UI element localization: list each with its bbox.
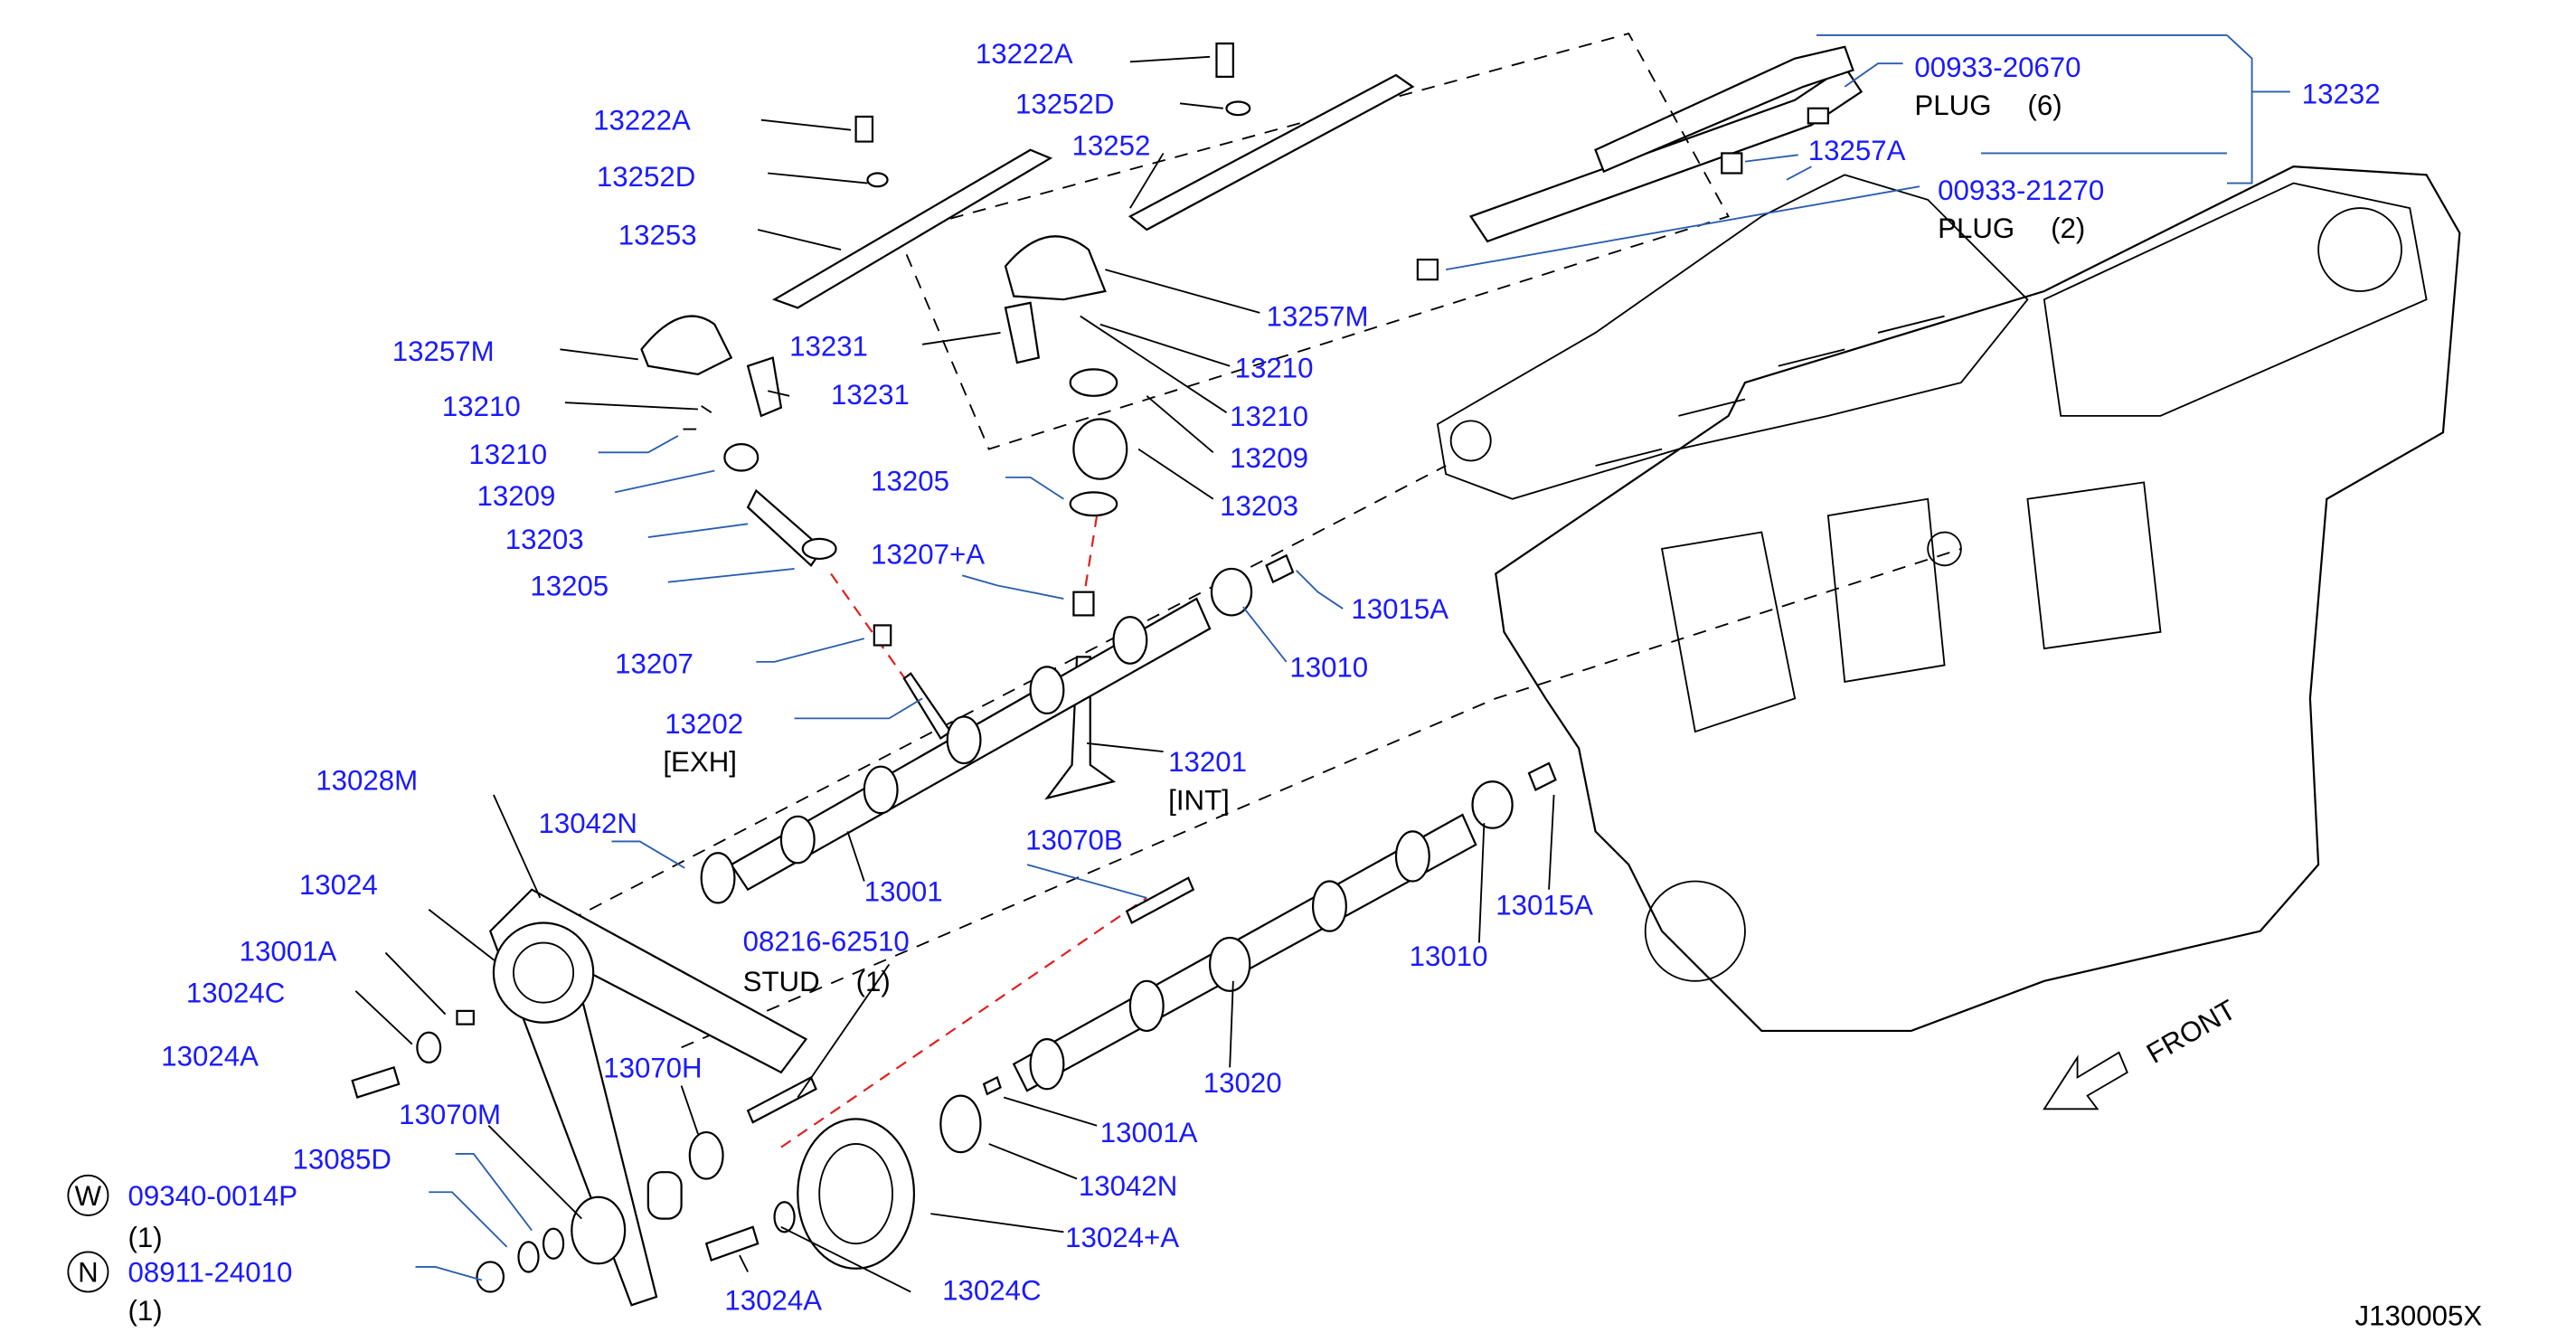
part-label[interactable]: 13231 <box>789 331 868 363</box>
part-label[interactable]: 13070H <box>603 1052 702 1083</box>
part-label[interactable]: 13257M <box>1267 301 1369 333</box>
part-label[interactable]: 13024A <box>161 1041 259 1073</box>
part-label[interactable]: 13070B <box>1025 825 1123 856</box>
part-label[interactable]: 13207+A <box>871 538 985 570</box>
part-label[interactable]: 13210 <box>442 391 521 422</box>
part-label[interactable]: 13028M <box>316 764 418 796</box>
part-label[interactable]: 13001A <box>1100 1117 1198 1148</box>
part-label[interactable]: 13207 <box>615 648 694 680</box>
part-label[interactable]: 13085D <box>292 1144 391 1176</box>
engine-block <box>1436 165 2461 1033</box>
part-label[interactable]: 00933-21270 <box>1938 175 2104 206</box>
part-label[interactable]: 13203 <box>505 524 584 555</box>
part-label[interactable]: 13024+A <box>1065 1222 1179 1253</box>
part-label[interactable]: 13042N <box>539 808 637 839</box>
legend-w-part[interactable]: 09340-0014P <box>128 1180 298 1212</box>
int-note: [INT] <box>1168 784 1230 816</box>
part-label[interactable]: 13070M <box>399 1099 501 1130</box>
part-label[interactable]: 13202 <box>665 708 743 740</box>
legend-w-qty: (1) <box>128 1222 163 1253</box>
stud-qty: (1) <box>856 966 891 997</box>
n-circle-icon <box>67 1251 109 1293</box>
front-arrow: FRONT <box>2043 994 2241 1110</box>
part-label[interactable]: 13010 <box>1410 940 1488 972</box>
rocker-shaft-assembly <box>1416 45 1864 281</box>
part-label[interactable]: 13209 <box>477 480 556 512</box>
part-label[interactable]: 13015A <box>1351 593 1448 625</box>
part-label[interactable]: 13210 <box>1230 401 1308 432</box>
n-symbol: N <box>78 1256 99 1288</box>
part-label[interactable]: 13010 <box>1289 651 1368 683</box>
part-label[interactable]: 13257M <box>392 336 495 367</box>
nut-icon <box>476 1261 505 1293</box>
plug-icon <box>1721 152 1743 175</box>
legend-n-qty: (1) <box>128 1295 163 1327</box>
diagram-id: J130005X <box>2355 1299 2483 1331</box>
plug-qty: (6) <box>2027 90 2062 121</box>
part-label[interactable]: 13203 <box>1220 490 1298 522</box>
timing-belt <box>351 888 916 1307</box>
part-label[interactable]: 13020 <box>1203 1067 1282 1099</box>
part-label[interactable]: 13024 <box>299 869 378 901</box>
part-label[interactable]: 13252 <box>1072 129 1151 161</box>
part-label[interactable]: 13024C <box>186 978 285 1009</box>
part-label[interactable]: 13209 <box>1230 442 1308 474</box>
leader-lines <box>354 34 2290 1293</box>
plug-icon <box>1807 107 1829 125</box>
plug-note: PLUG <box>1938 213 2015 244</box>
w-symbol: W <box>75 1180 102 1212</box>
part-label[interactable]: 13222A <box>593 105 691 137</box>
legend: W 09340-0014P (1) N 08911-24010 (1) <box>67 1174 298 1327</box>
front-label: FRONT <box>2141 994 2241 1070</box>
part-label[interactable]: 13001A <box>240 936 337 968</box>
part-label[interactable]: 00933-20670 <box>1914 52 2081 83</box>
part-label[interactable]: 13001 <box>864 876 943 908</box>
part-label[interactable]: 13232 <box>2302 78 2381 109</box>
exh-note: [EXH] <box>663 746 737 778</box>
part-label[interactable]: 13201 <box>1168 746 1247 778</box>
part-label[interactable]: 13252D <box>597 161 695 193</box>
plug-qty: (2) <box>2051 213 2085 244</box>
part-label[interactable]: 13024A <box>724 1285 822 1317</box>
part-label[interactable]: 13222A <box>976 38 1073 70</box>
part-labels: 13222A 13252D 13252 13222A 13252D 13253 … <box>161 38 2380 1317</box>
intake-camshaft <box>939 761 1557 1154</box>
part-label[interactable]: 13205 <box>530 570 609 601</box>
part-label[interactable]: 13042N <box>1079 1170 1177 1202</box>
exhaust-valve-train <box>640 115 1053 740</box>
stud-note: STUD <box>743 966 820 997</box>
part-label[interactable]: 13257A <box>1808 135 1906 166</box>
part-label[interactable]: 13205 <box>871 466 949 497</box>
part-label[interactable]: 13210 <box>468 439 547 470</box>
part-label[interactable]: 13015A <box>1496 889 1593 921</box>
part-label[interactable]: 13252D <box>1015 88 1114 119</box>
exhaust-camshaft <box>700 553 1295 904</box>
part-label[interactable]: 13210 <box>1235 353 1314 384</box>
plug-icon <box>1416 258 1439 281</box>
w-circle-icon <box>67 1174 109 1216</box>
intake-valve-train <box>1004 43 1415 800</box>
plug-note: PLUG <box>1914 90 1991 121</box>
part-label[interactable]: 13024C <box>942 1275 1041 1307</box>
part-label[interactable]: 13253 <box>618 220 697 251</box>
part-label[interactable]: 08216-62510 <box>743 926 910 958</box>
part-label[interactable]: 13231 <box>831 379 910 411</box>
legend-n-part[interactable]: 08911-24010 <box>128 1256 293 1288</box>
